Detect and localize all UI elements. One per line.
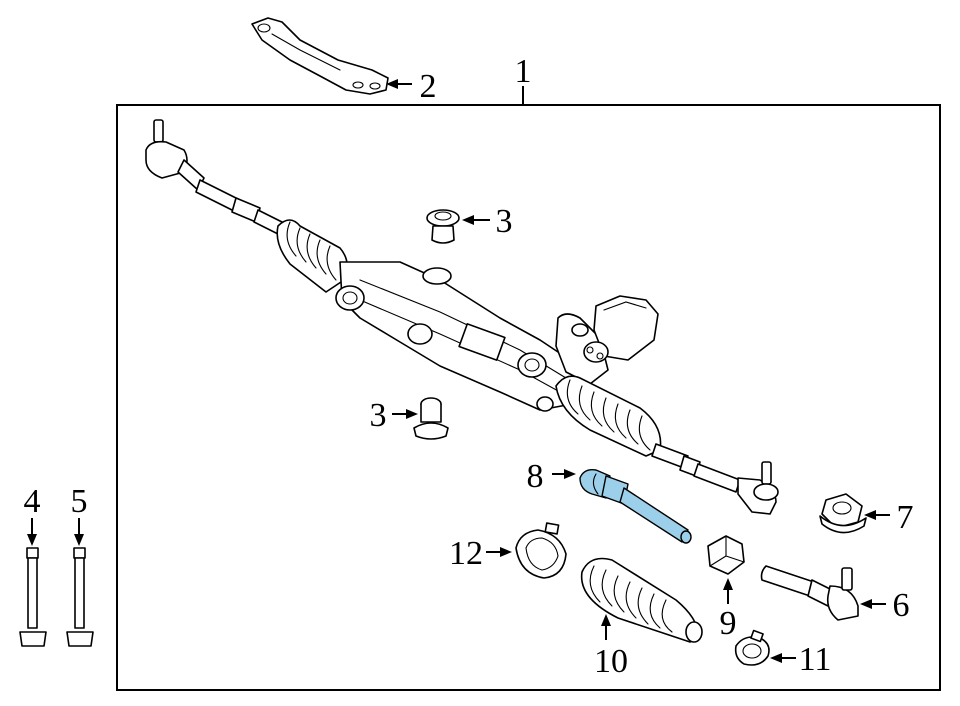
callout-8: 8 — [527, 458, 544, 495]
part-9-jam-nut[interactable] — [707, 535, 745, 575]
callout-2: 2 — [420, 68, 437, 105]
part-2-bracket[interactable] — [251, 17, 389, 95]
callout-6: 6 — [893, 587, 910, 624]
leader-lines — [27, 79, 890, 663]
part-6-tie-rod-end[interactable] — [760, 565, 859, 621]
callout-3-lower: 3 — [370, 397, 387, 434]
callout-11: 11 — [799, 641, 832, 678]
part-1-steering-gear[interactable] — [145, 119, 779, 515]
callout-5: 5 — [71, 483, 88, 520]
callout-9: 9 — [720, 605, 737, 642]
part-7-nut[interactable] — [819, 493, 867, 534]
callout-1: 1 — [515, 53, 532, 90]
callout-10: 10 — [594, 643, 628, 680]
part-5-bolt[interactable] — [66, 547, 94, 647]
callout-4: 4 — [24, 483, 41, 520]
part-11-small-clamp[interactable] — [734, 629, 770, 666]
assembly-frame — [116, 104, 941, 691]
part-3-upper-mount[interactable] — [426, 209, 460, 244]
callout-3-upper: 3 — [496, 203, 513, 240]
part-12-large-clamp[interactable] — [515, 522, 567, 579]
part-4-bolt[interactable] — [19, 547, 47, 647]
part-8-inner-tie-rod[interactable] — [579, 468, 692, 544]
part-10-boot[interactable] — [580, 557, 703, 643]
callout-7: 7 — [897, 499, 914, 536]
part-3-lower-mount[interactable] — [413, 397, 449, 440]
callout-12: 12 — [449, 535, 483, 572]
